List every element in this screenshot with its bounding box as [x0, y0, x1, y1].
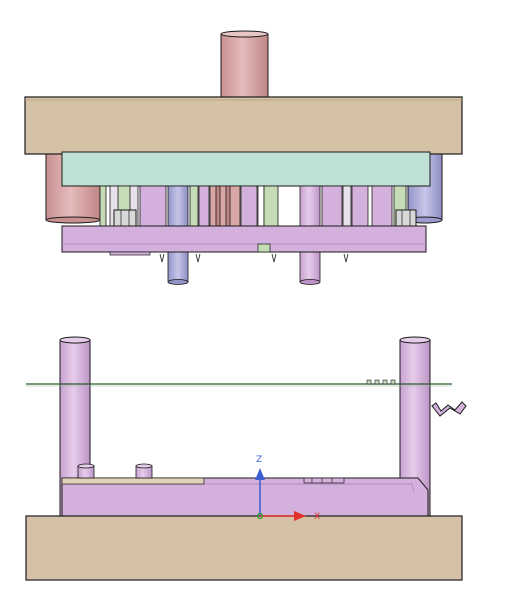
- upper-die: [24, 30, 463, 285]
- stripper-plate: [61, 225, 427, 253]
- hex-nut-left: [113, 209, 137, 227]
- z-axis-label: Z: [256, 455, 262, 465]
- pilot-pins: [159, 253, 349, 263]
- strip-marks: [366, 379, 396, 385]
- lower-die: [25, 336, 467, 581]
- shank: [220, 30, 269, 99]
- z-arrow-icon: [255, 468, 265, 480]
- die-plate: [61, 477, 429, 517]
- formed-part-profile: [431, 401, 467, 417]
- x-arrow-icon: [294, 511, 306, 521]
- x-axis-label: X: [314, 512, 320, 522]
- die-bosses: [77, 463, 345, 484]
- coordinate-triad: Z X: [255, 455, 320, 522]
- hex-nut-right: [395, 209, 417, 227]
- lower-die-shoe: [25, 515, 463, 581]
- origin-marker: [256, 512, 264, 520]
- punch-holder-plate: [61, 151, 431, 187]
- upper-die-shoe: [24, 96, 463, 155]
